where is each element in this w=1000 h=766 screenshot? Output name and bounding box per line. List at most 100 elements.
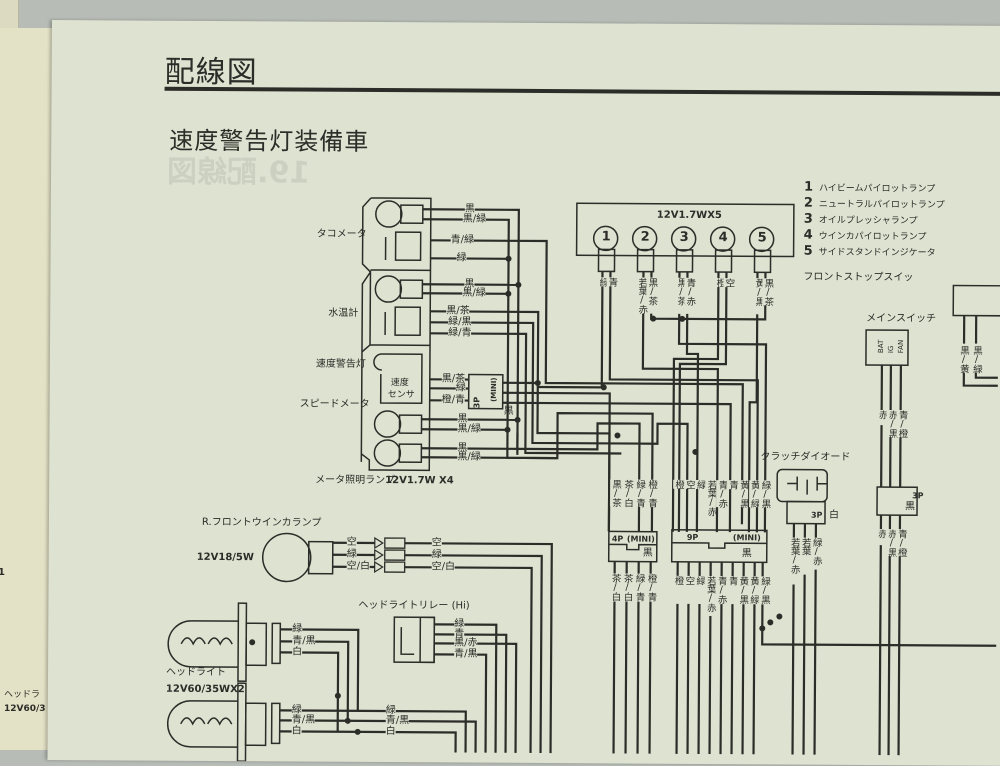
main-switch-connector-color: 黒 xyxy=(905,502,915,512)
wire-label: 橙/青 xyxy=(442,395,465,405)
wire-label: 黒/黄 xyxy=(958,346,968,373)
wire-label: 緑 xyxy=(695,480,705,489)
speed-sensor-label-2: センサ xyxy=(388,390,415,400)
wire-label: 緑/青 xyxy=(633,574,643,601)
wire-label: 青/赤 xyxy=(716,480,726,507)
headlight-spec: 12V60/35WX2 xyxy=(166,685,245,695)
wire-label: 青/赤 xyxy=(684,278,694,305)
page-title: 配線図 xyxy=(165,47,258,92)
wire-label: 赤 xyxy=(877,410,887,419)
wire-label: 空 xyxy=(723,278,733,287)
wire-label: 緑/黒 xyxy=(759,576,769,603)
wire-label: 黒/茶 xyxy=(610,479,620,506)
wire-label: 黄/黒 xyxy=(738,480,748,507)
speed-sensor-label-1: 速度 xyxy=(391,378,409,388)
wire-label: 青/緑 xyxy=(451,235,474,245)
wire-label: 橙 xyxy=(673,576,683,585)
wire-label: 空 xyxy=(432,538,442,548)
wire-label: 緑/赤 xyxy=(811,538,821,565)
wire-label: 緑/黒 xyxy=(448,317,471,327)
wire-label: 赤 xyxy=(876,529,886,538)
wire-label: 黄/緑 xyxy=(749,480,759,507)
meter-connector-pins: 3P xyxy=(472,397,482,408)
wire-label: 白 xyxy=(292,647,302,657)
wire-label: 黒/緑 xyxy=(462,289,485,299)
wire-label: 赤/黒 xyxy=(886,529,896,556)
clutch-diode-label: クラッチダイオード xyxy=(760,452,850,463)
main-switch-label: メインスイッチ xyxy=(866,314,936,324)
indicator-spec: 12V1.7WX5 xyxy=(657,211,722,221)
terminal-label: BAT xyxy=(876,340,886,353)
wire-label: 白 xyxy=(292,726,302,736)
meter-lamps-label: メータ照明ランプ xyxy=(315,476,395,486)
wire-label: 青/黒 xyxy=(386,716,409,726)
indicator-number: 4 xyxy=(719,233,728,243)
indicator-number: 1 xyxy=(602,232,611,242)
legend-number: 5 xyxy=(804,245,813,258)
indicator-number: 3 xyxy=(680,233,689,243)
legend-number: 4 xyxy=(804,229,813,242)
wire-label: 緑 xyxy=(457,253,467,263)
wire-label: 黒/茶 xyxy=(646,278,656,305)
wire-label: 緑 xyxy=(292,624,302,634)
wire-label: 若葉 xyxy=(800,538,810,555)
wire-label: 青/黒 xyxy=(454,649,477,659)
wire-label: 空/白 xyxy=(432,562,455,572)
headlight-relay-label: ヘッドライトリレー (Hi) xyxy=(358,601,469,612)
wire-label: 白 xyxy=(386,727,396,737)
wire-label: 緑/青 xyxy=(448,328,471,338)
main-switch-connector-pins: 3P xyxy=(912,491,923,501)
wire-label: 緑/黒 xyxy=(759,480,769,507)
speedometer-label: スピードメータ xyxy=(300,400,370,410)
water-temp-label: 水温計 xyxy=(328,309,358,319)
legend-label: ニュートラルパイロットランプ xyxy=(819,200,945,211)
wire-label: 赤/黒 xyxy=(886,410,896,437)
wire-label: 青 xyxy=(606,277,616,286)
connector-4p-pins: 4P xyxy=(612,534,623,544)
wire-label: 青 xyxy=(727,576,737,585)
wire-label: 黒/緑 xyxy=(457,424,480,434)
wire-label: 空 xyxy=(684,480,694,489)
page-subtitle: 速度警告灯装備車 xyxy=(169,121,369,157)
speed-warning-label: 速度警告灯 xyxy=(316,360,366,370)
clutch-diode-connector-pins: 3P xyxy=(811,511,822,521)
meter-lamps-spec: 12V1.7W X4 xyxy=(385,476,454,486)
wiring-diagram-page: 19.配線図 配線図 速度警告灯装備車 タコメータ 水温計 速度警告灯 スピード… xyxy=(47,20,1000,766)
wire-label: 黒/緑 xyxy=(463,215,486,225)
meter-connector-type: (MINI) xyxy=(489,377,499,401)
connector-4p-type: (MINI) xyxy=(627,535,655,545)
wire-label: 黒/赤 xyxy=(454,638,477,648)
terminal-label: IG xyxy=(886,346,896,354)
connector-9p-pins: 9P xyxy=(687,533,698,543)
wire-label: 茶/白 xyxy=(621,573,631,600)
wire-label: 青/橙 xyxy=(896,410,906,437)
wire-label: 緑 xyxy=(694,576,704,585)
front-stop-switch-label: フロントストップスイッ xyxy=(803,273,913,284)
wire-label: 黒/茶 xyxy=(762,278,772,305)
wire-label: 黒/緑 xyxy=(971,346,981,373)
wire-label: 黄/黒 xyxy=(737,576,747,603)
wire-label: 青 xyxy=(727,480,737,489)
wire-label: 若葉/赤 xyxy=(636,278,646,314)
legend-label: オイルプレッシャランプ xyxy=(819,216,918,227)
wire-label: 若葉/赤 xyxy=(705,576,715,612)
front-winker-label: R.フロントウインカランプ xyxy=(202,518,322,529)
terminal-label: FAN xyxy=(896,340,906,353)
wire-label: 青/橙 xyxy=(896,529,906,556)
indicator-number: 5 xyxy=(758,233,767,243)
connector-4p-color: 黒 xyxy=(643,549,653,559)
wire-label: 緑 xyxy=(456,383,466,393)
clutch-diode-connector-color: 白 xyxy=(829,511,839,521)
wire-label: 青/黒 xyxy=(292,636,315,646)
wire-label: 橙 xyxy=(673,480,683,489)
tachometer-label: タコメータ xyxy=(317,230,367,240)
legend-number: 1 xyxy=(804,181,813,194)
meter-connector-color: 黒 xyxy=(504,407,514,417)
wire-label: 若葉/赤 xyxy=(789,538,799,574)
wire-label: 緑/青 xyxy=(634,480,644,507)
indicator-number: 2 xyxy=(641,233,650,243)
connector-9p-color: 黒 xyxy=(742,549,752,559)
wire-label: 黄/緑 xyxy=(748,576,758,603)
wire-label: 青/黒 xyxy=(292,715,315,725)
wire-label: 黒/茶 xyxy=(446,306,469,316)
